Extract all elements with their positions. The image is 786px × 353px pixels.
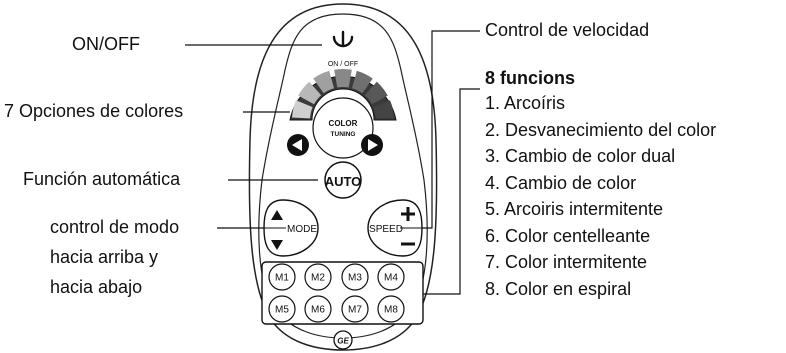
speed-label: SPEED — [369, 224, 403, 235]
auto-button-label: AUTO — [325, 174, 362, 189]
label-on-off: ON/OFF — [72, 34, 140, 54]
auto-button[interactable] — [324, 161, 362, 199]
color-segment — [373, 100, 394, 119]
mode-label: MODE — [287, 224, 317, 235]
function-item: 8. Color en espiral — [485, 278, 632, 299]
leader-functions — [423, 88, 480, 295]
function-item: 3. Cambio de color dual — [485, 146, 676, 166]
mode-button-label: M5 — [275, 305, 289, 316]
function-item: 2. Desvanecimiento del color — [485, 119, 717, 140]
leader-speed — [422, 30, 480, 229]
color-segment — [313, 70, 335, 94]
label-color-options: 7 Opciones de colores — [4, 101, 184, 121]
power-button-label: ON / OFF — [328, 61, 358, 68]
label-mode-control-1: control de modo — [50, 217, 180, 237]
color-left-button[interactable] — [287, 134, 309, 156]
mode-button-m4[interactable]: M4 — [377, 263, 405, 291]
mode-button-m3[interactable]: M3 — [341, 263, 369, 291]
color-tuning-dial[interactable] — [289, 69, 397, 159]
label-mode-control-3: hacia abajo — [50, 277, 143, 297]
color-tuning-label-1: COLOR — [329, 119, 358, 128]
label-auto-function: Función automática — [23, 169, 181, 189]
mode-button-m7[interactable]: M7 — [341, 295, 369, 323]
function-item: 5. Arcoiris intermitente — [485, 199, 664, 219]
color-right-button[interactable] — [361, 134, 383, 156]
mode-down-arrow-icon[interactable] — [271, 240, 283, 250]
mode-button-m6[interactable]: M6 — [304, 295, 332, 323]
svg-text:GE: GE — [337, 337, 349, 346]
mode-button-label: M1 — [275, 273, 289, 284]
mode-button-label: M4 — [384, 273, 398, 284]
power-icon[interactable] — [332, 30, 354, 48]
function-item: 4. Cambio de color — [485, 172, 637, 193]
speed-plus-icon[interactable] — [401, 207, 415, 221]
mode-up-arrow-icon[interactable] — [271, 210, 283, 220]
functions-list: 8 funcions 1. Arcoíris 2. Desvanecimient… — [485, 66, 716, 302]
color-segment — [334, 69, 352, 88]
mode-button-label: M7 — [348, 305, 362, 316]
color-segment — [292, 100, 313, 119]
function-item: 7. Color intermitente — [485, 252, 648, 272]
mode-button-m5[interactable]: M5 — [268, 295, 296, 323]
mode-button-label: M6 — [311, 305, 325, 316]
color-segment — [351, 70, 373, 94]
mode-button-m8[interactable]: M8 — [377, 295, 405, 323]
mode-button-m1[interactable]: M1 — [268, 263, 296, 291]
mode-button-m2[interactable]: M2 — [304, 263, 332, 291]
mode-button-label: M3 — [348, 273, 362, 284]
ge-logo-icon: GE — [333, 330, 353, 350]
color-segment — [364, 81, 388, 105]
label-speed-control: Control de velocidad — [485, 20, 650, 40]
color-segment — [298, 81, 322, 105]
color-tuning-label-2: TUNING — [331, 131, 356, 138]
functions-title: 8 funcions — [485, 68, 576, 88]
mode-button-label: M2 — [311, 273, 325, 284]
function-item: 1. Arcoíris — [485, 93, 566, 113]
label-mode-control-2: hacia arriba y — [50, 247, 159, 267]
mode-button-label: M8 — [384, 305, 398, 316]
function-item: 6. Color centelleante — [485, 225, 651, 246]
